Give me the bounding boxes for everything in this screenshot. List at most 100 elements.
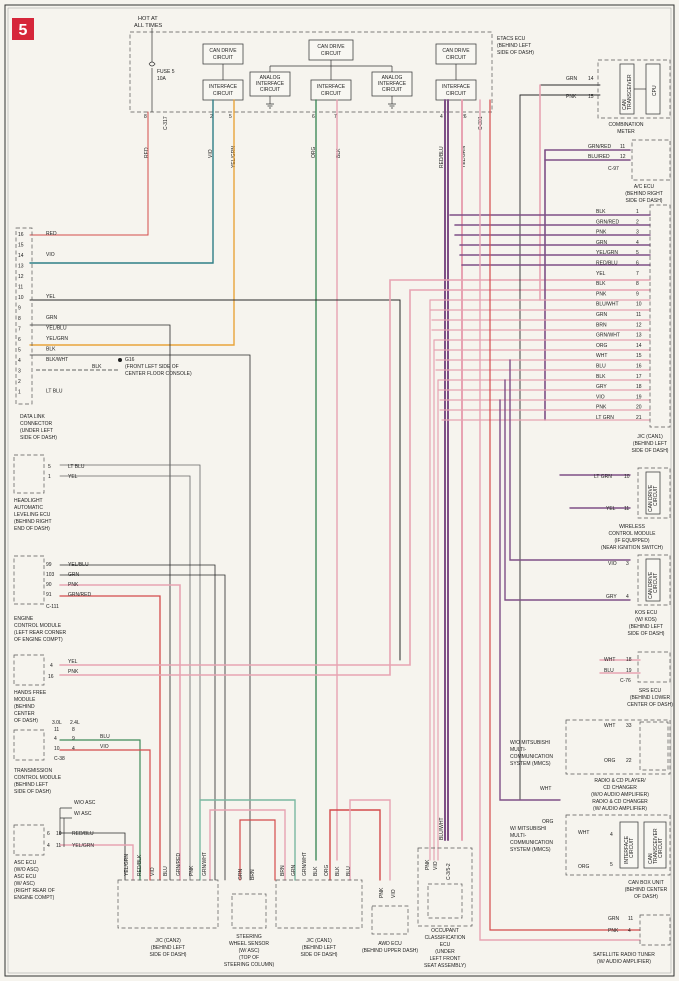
occupant-ecu-inner [427,883,463,919]
ac-ecu: GRN/RED 11 BLU/RED 12 C-97 A/C ECU (BEHI… [588,139,671,204]
jc-can2-wire-label: PNK [189,865,195,876]
can-box-transceiver [643,821,667,869]
can-box-outline [565,814,671,876]
ground-g16-location-1: (FRONT LEFT SIDE OF [125,364,179,370]
jc-right-pin-label: 21 [636,415,642,421]
srs-ecu-outline [637,651,671,683]
occupant-ecu-location-3: SEAT ASSEMBLY) [424,963,466,969]
wire-down-pink [429,299,439,861]
sat-tuner-outline [639,914,671,946]
jc-right-wire-label: YEL/GRN [596,250,618,256]
occupant-ecu-name: OCCUPANT [431,928,459,934]
radio-cd-player: WHT 33 ORG 22 W/O MITSUBISHI MULTI- COMM… [510,719,671,812]
dlc-pin-label: 11 [18,285,23,291]
wire-label: GRN [238,869,244,881]
wire-ac [544,149,631,161]
jc-right-pin-label: 5 [636,250,639,256]
fuse-icon [148,61,156,67]
pin-label: 18 [626,657,632,663]
wire-label: BLU/WHT [439,818,445,841]
wire-yel-grn-asc [59,844,134,881]
headlight-leveling-ecu: 5 LT BLU 1 YEL HEADLIGHT AUTOMATIC LEVEL… [13,454,85,532]
srs-ecu: WHT 18 BLU 19 C-76 SRS ECU (BEHIND LOWER… [604,651,673,708]
kos-ecu-outline [637,554,671,606]
jc-can1-location-1: (BEHIND LEFT [302,945,336,951]
pin-label: 10 [54,746,60,752]
jc-right-pin-label: 12 [636,322,642,328]
kos-ecu-name: KOS ECU [635,610,658,616]
jc-right-name: J/C (CAN1) [637,434,663,440]
pin-label: 33 [626,723,632,729]
tcm-connector-label: C-38 [54,756,65,762]
wire-blu-tcm [59,739,141,881]
pin-label: 5 [610,862,613,868]
can-box-unit: INTERFACE CIRCUIT CAN TRANSCEIVER CIRCUI… [510,814,671,900]
wireless-control-module: CAN DRIVE CIRCUIT LT GRN 10 YEL 11 WIREL… [594,467,671,551]
wire-loop-1 [199,799,296,881]
steering-sensor-option: (W/ ASC) [239,948,260,954]
analog-circuit-label: CIRCUIT [260,87,280,93]
ecm-wire-label: GRN/RED [68,592,91,598]
analog-interface-label: INTERFACE [256,81,285,87]
circuit-label: CIRCUIT [213,91,233,97]
dlc-name: DATA LINK [20,414,45,420]
wire-loop-5 [349,799,391,881]
fuse-rating: 10A [157,76,167,82]
hands-free-location-3: OF DASH) [14,718,38,724]
asc-location-1: (RIGHT REAR OF [14,888,55,894]
ac-ecu-outline [631,139,671,181]
radio-name-1: RADIO & CD PLAYER/ [594,778,646,784]
wire-jc-pink [429,299,651,421]
dlc-wire-label: LT BLU [46,389,63,395]
jc-right-pin-label: 17 [636,374,642,380]
jc-right-pin-label: 8 [636,281,639,287]
wire-label: VIO [608,561,617,567]
wire-label: LT GRN [594,474,612,480]
dlc-pin-label: 2 [18,379,21,385]
jc-right-wire-label: GRN [596,312,608,318]
mmcs-without-2: MULTI- [510,747,527,753]
cpu-label: CPU [652,85,658,96]
dlc-wire-label: YEL/GRN [46,336,68,342]
pin-label: 4 [610,832,613,838]
awd-ecu-outline [371,905,409,935]
wire-sat-pink [479,99,641,941]
dlc-pin-label: 4 [18,358,21,364]
kos-ecu: CAN DRIVE CIRCUIT VIO 3 GRY 4 KOS ECU (W… [606,554,671,637]
jc-can1-wire-label: BLK [313,866,319,876]
asc-option-without: W/O ASC [74,800,96,806]
jc-can1-wire-label: ORG [324,865,330,877]
jc-right-wire-label: BLK [596,209,606,215]
pin-label: 7 [334,114,337,120]
analog-label: ANALOG [260,75,281,81]
dlc-pin-label: 12 [18,274,24,280]
wire-grn-ecm [59,574,226,881]
wire-label: GRN [566,76,578,82]
wcm-option: (IF EQUIPPED) [614,538,649,544]
wire-label: BLU [100,734,110,740]
etacs-ecu: HOT AT ALL TIMES FUSE 5 10A ETACS ECU (B… [129,16,534,113]
jc-right-pin-label: 13 [636,333,642,339]
dlc-pin-label: 3 [18,369,21,375]
wire-vio [29,99,214,264]
jc-right-pin-label: 2 [636,219,639,225]
wire-label: BLK [336,148,342,158]
srs-ecu-location-2: CENTER OF DASH) [627,702,673,708]
circuit-label: CIRCUIT [321,91,341,97]
can-transceiver-label-3: CIRCUIT [658,838,664,858]
wire-yel-hf [59,289,651,666]
wire-yel-blu-ecm [59,564,216,881]
hands-free-location-2: CENTER [14,711,35,717]
jc-right-outline [649,204,671,428]
wire-label-org: ORG [542,819,554,825]
interface-label: INTERFACE [317,84,346,90]
ac-ecu-location-2: SIDE OF DASH) [626,198,663,204]
radio-name-4: RADIO & CD CHANGER [592,799,648,805]
pin-label: 6 [47,831,50,837]
jc-right-wire-label: BLK [596,281,606,287]
jc-right-wire-label: GRN/RED [596,219,619,225]
can-drive-label: CAN DRIVE [442,48,470,54]
dlc-outline [15,227,33,405]
